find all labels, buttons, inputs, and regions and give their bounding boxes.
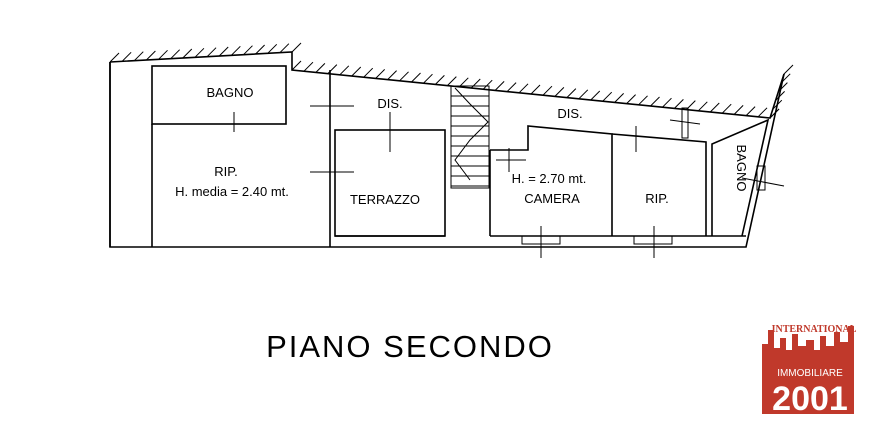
plan-title: PIANO SECONDO: [266, 329, 554, 364]
hatch-line: [626, 94, 636, 104]
label-terrazzo: TERRAZZO: [350, 192, 420, 207]
hatch-line: [650, 96, 660, 107]
label-rip-left: RIP.: [214, 164, 238, 179]
logo-immobiliare-text: IMMOBILIARE: [777, 368, 843, 379]
hatch-line: [446, 76, 457, 86]
hatch-line: [206, 47, 217, 58]
hatch-line: [363, 67, 374, 78]
stair-steps: [451, 95, 489, 187]
hatch-line: [243, 45, 253, 56]
hatch-line: [267, 43, 278, 54]
hatch-line: [674, 99, 684, 109]
hatch-line: [482, 79, 493, 90]
hatch-line: [255, 44, 265, 55]
hatch-line: [458, 77, 469, 88]
hatch-line: [194, 47, 205, 58]
hatch-line: [411, 72, 421, 83]
hatch-line: [339, 65, 350, 76]
hatch-line: [506, 82, 517, 92]
hatch-line: [158, 49, 168, 60]
hatch-line: [133, 51, 144, 62]
hatch-line: [399, 71, 409, 82]
hatch-line: [387, 70, 397, 80]
hatch-line: [218, 46, 229, 57]
logo-number: 2001: [772, 380, 848, 414]
label-camera-height: H. = 2.70 mt.: [512, 171, 587, 186]
hatch-line: [170, 49, 181, 60]
hatch-line: [602, 91, 613, 102]
hatch-line: [542, 85, 553, 96]
hatch-line: [554, 87, 565, 97]
hatch-line: [121, 51, 132, 62]
hatch-line: [697, 101, 708, 112]
hatch-line: [518, 83, 529, 94]
hatch-line: [230, 45, 241, 56]
hatch-line: [494, 81, 505, 91]
hatch-line: [315, 63, 326, 73]
hatch-line: [303, 61, 314, 72]
hatch-line: [182, 48, 193, 59]
hatch-line: [775, 91, 785, 101]
hatch-line: [146, 50, 156, 61]
hatch-line: [435, 75, 445, 85]
hatch-line: [709, 102, 720, 113]
skyline-icon: [762, 326, 854, 414]
hatch-line: [733, 105, 744, 115]
hatch-line: [614, 93, 625, 103]
hatch-line: [590, 90, 601, 101]
label-dis-right: DIS.: [557, 106, 582, 121]
hatch-line: [662, 97, 672, 108]
outer-walls: [109, 51, 785, 248]
hatch-line: [757, 107, 768, 118]
label-rip-left-height: H. media = 2.40 mt.: [175, 184, 289, 199]
hatch-line: [530, 84, 541, 95]
logo-international-text: INTERNATIONAL: [772, 324, 857, 335]
hatch-line: [291, 42, 302, 53]
hatch-line: [470, 78, 481, 89]
hatch-line: [566, 88, 577, 98]
hatch-line: [721, 103, 732, 114]
hatch-line: [291, 60, 302, 71]
hatch-line: [638, 95, 648, 106]
label-bagno-right: BAGNO: [734, 145, 749, 192]
label-camera: CAMERA: [524, 191, 580, 206]
label-rip-right: RIP.: [645, 191, 669, 206]
label-bagno-left: BAGNO: [207, 85, 254, 100]
hatch-line: [769, 108, 780, 119]
hatch-line: [783, 64, 794, 75]
door-ticks: [233, 105, 785, 258]
hatch-line: [423, 73, 433, 84]
agency-logo: INTERNATIONAL IMMOBILIARE 2001: [762, 324, 857, 414]
hatch-line: [745, 106, 756, 116]
hatch-line: [375, 69, 386, 79]
hatch-line: [578, 89, 589, 100]
hatch-line: [351, 66, 362, 77]
hatch-line: [279, 43, 290, 54]
label-dis-left: DIS.: [377, 96, 402, 111]
hatch-line: [109, 52, 120, 63]
